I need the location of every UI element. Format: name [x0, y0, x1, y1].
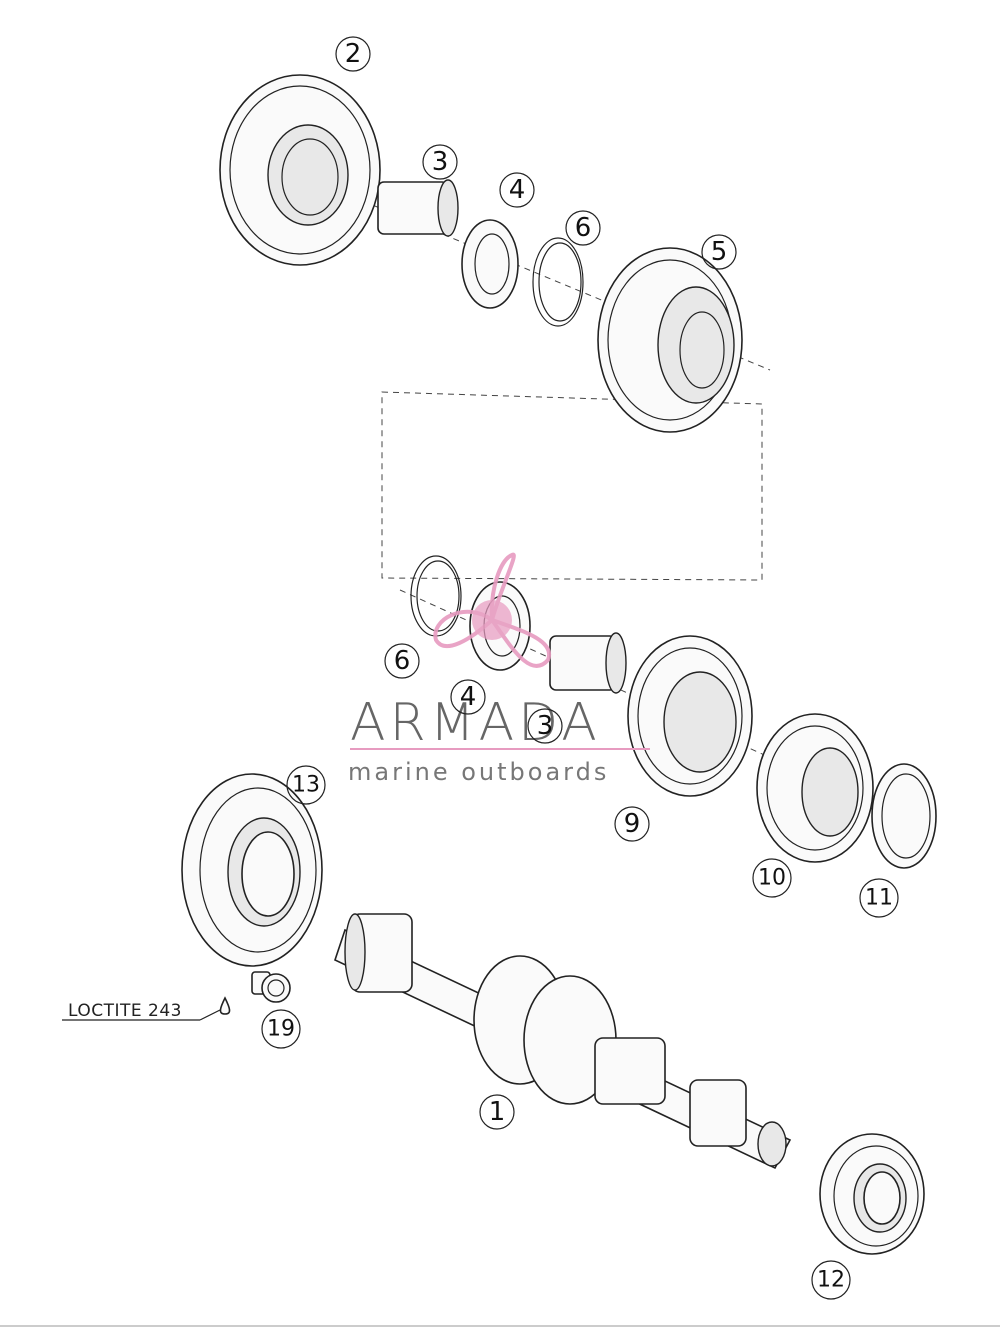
- bushing-part-3: [377, 179, 459, 237]
- washer-part-11: [871, 763, 937, 869]
- callout-6-lower: 6: [384, 643, 420, 679]
- svg-text:1: 1: [489, 1097, 506, 1127]
- svg-text:12: 12: [817, 1268, 845, 1293]
- callout-11: 11: [859, 878, 899, 918]
- gear-part-2: [219, 74, 381, 266]
- gear-part-10: [756, 713, 874, 863]
- callout-13: 13: [286, 765, 326, 805]
- loctite-drop-icon: [219, 996, 231, 1015]
- screw-part-19: [251, 971, 291, 1003]
- callout-6-upper: 6: [565, 210, 601, 246]
- bushing-lower-part-3: [549, 632, 627, 694]
- callout-12: 12: [811, 1260, 851, 1300]
- svg-text:9: 9: [624, 809, 641, 839]
- callout-5: 5: [701, 234, 737, 270]
- watermark-brand: ARMADA: [350, 693, 601, 753]
- gear-part-9: [627, 635, 753, 797]
- svg-text:11: 11: [865, 886, 893, 911]
- main-shaft-part-1: [334, 913, 792, 1170]
- logo-blade-right: [486, 615, 552, 668]
- svg-text:10: 10: [758, 866, 786, 891]
- svg-text:19: 19: [267, 1017, 295, 1042]
- svg-text:4: 4: [460, 682, 477, 712]
- logo-blade-left: [433, 609, 496, 648]
- watermark-logo: [433, 552, 552, 668]
- snap-ring-part-6: [532, 237, 584, 327]
- svg-text:6: 6: [394, 646, 411, 676]
- svg-text:5: 5: [711, 237, 728, 267]
- loctite-leader: [62, 1009, 221, 1021]
- svg-text:4: 4: [509, 175, 526, 205]
- svg-text:13: 13: [292, 773, 320, 798]
- svg-text:3: 3: [537, 711, 554, 741]
- callout-4-upper: 4: [499, 172, 535, 208]
- callout-10: 10: [752, 858, 792, 898]
- callout-19: 19: [261, 1009, 301, 1049]
- snap-ring-lower-part-6: [410, 555, 462, 637]
- callout-4-lower: 4: [450, 679, 486, 715]
- svg-text:2: 2: [345, 39, 362, 69]
- callout-9: 9: [614, 806, 650, 842]
- callout-2: 2: [335, 36, 371, 72]
- bearing-part-13: [181, 773, 323, 967]
- loctite-label: LOCTITE 243: [68, 1001, 182, 1021]
- callout-1: 1: [479, 1094, 515, 1130]
- bearing-part-12: [819, 1133, 925, 1255]
- callout-3-upper: 3: [422, 144, 458, 180]
- logo-blade-top: [489, 552, 516, 621]
- callout-3-lower: 3: [527, 708, 563, 744]
- washer-part-4: [461, 219, 519, 309]
- svg-text:3: 3: [432, 147, 449, 177]
- watermark-subtitle: marine outboards: [348, 758, 609, 786]
- svg-text:6: 6: [575, 213, 592, 243]
- gear-part-5: [597, 247, 743, 433]
